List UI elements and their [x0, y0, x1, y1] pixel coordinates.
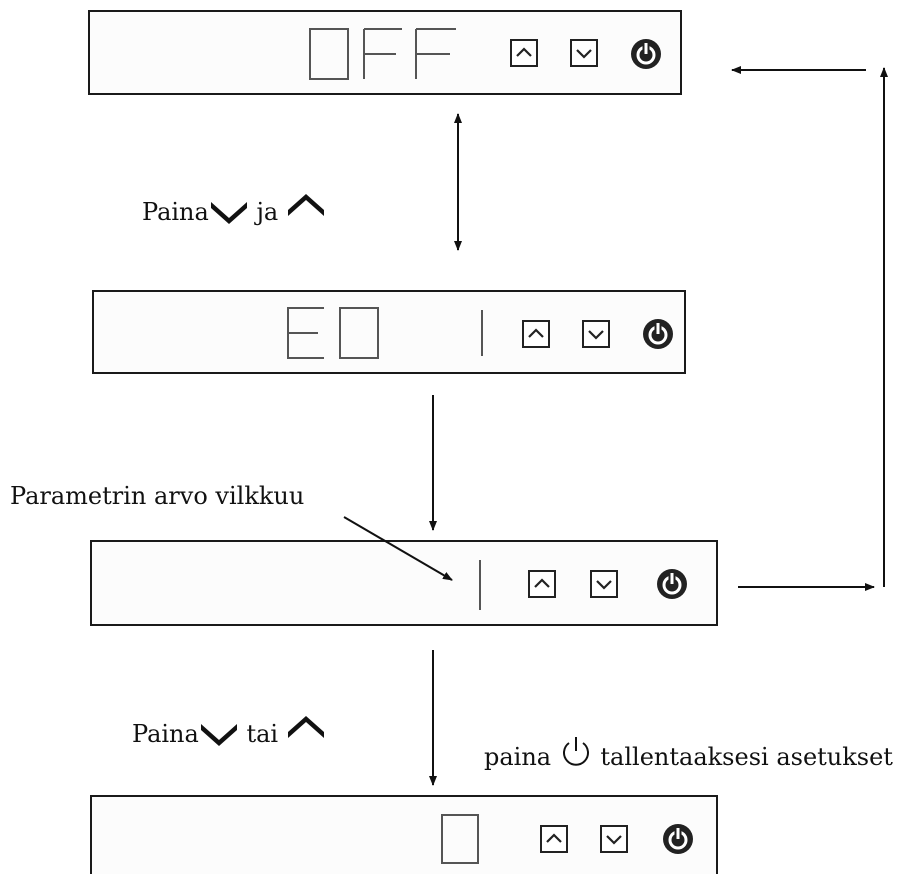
chevron-down-icon — [210, 202, 247, 224]
pointer-arrow — [343, 516, 453, 581]
power-button[interactable] — [640, 316, 676, 352]
chevron-up-icon — [534, 578, 550, 588]
display-panel-off — [88, 10, 682, 95]
label-press-power-save: paina tallentaaksesi asetukset — [484, 735, 893, 771]
label-text: Paina — [132, 720, 199, 748]
up-button[interactable] — [540, 825, 568, 853]
display-panel-e01 — [92, 290, 686, 374]
chevron-down-icon — [200, 724, 237, 746]
display-panel-value — [90, 540, 718, 626]
label-param-blinks: Parametrin arvo vilkkuu — [10, 482, 305, 510]
chevron-up-icon — [546, 833, 562, 843]
power-button[interactable] — [628, 36, 664, 72]
down-button[interactable] — [600, 825, 628, 853]
chevron-down-icon — [588, 330, 604, 340]
chevron-up-icon — [287, 716, 324, 738]
down-button[interactable] — [570, 39, 598, 67]
label-press-down-and-up: Paina ja — [142, 194, 326, 226]
power-button[interactable] — [660, 821, 696, 857]
down-button[interactable] — [582, 320, 610, 348]
power-button[interactable] — [654, 566, 690, 602]
segment-display — [287, 307, 483, 359]
display-panel-zero — [90, 795, 718, 874]
label-text: paina — [484, 743, 552, 771]
up-button[interactable] — [528, 570, 556, 598]
up-button[interactable] — [522, 320, 550, 348]
chevron-up-icon — [528, 328, 544, 338]
segment-display — [309, 28, 456, 80]
label-press-down-or-up: Paina tai — [132, 716, 326, 748]
chevron-down-icon — [596, 580, 612, 590]
down-button[interactable] — [590, 570, 618, 598]
segment-display — [479, 560, 481, 610]
up-button[interactable] — [510, 39, 538, 67]
chevron-up-icon — [516, 47, 532, 57]
chevron-up-icon — [287, 194, 324, 216]
label-text: tallentaaksesi asetukset — [600, 743, 893, 771]
power-icon — [562, 737, 589, 766]
chevron-down-icon — [606, 835, 622, 845]
label-text: tai — [246, 720, 279, 748]
label-text: ja — [256, 198, 279, 226]
segment-display — [441, 814, 479, 864]
label-text: Paina — [142, 198, 209, 226]
chevron-down-icon — [576, 49, 592, 59]
